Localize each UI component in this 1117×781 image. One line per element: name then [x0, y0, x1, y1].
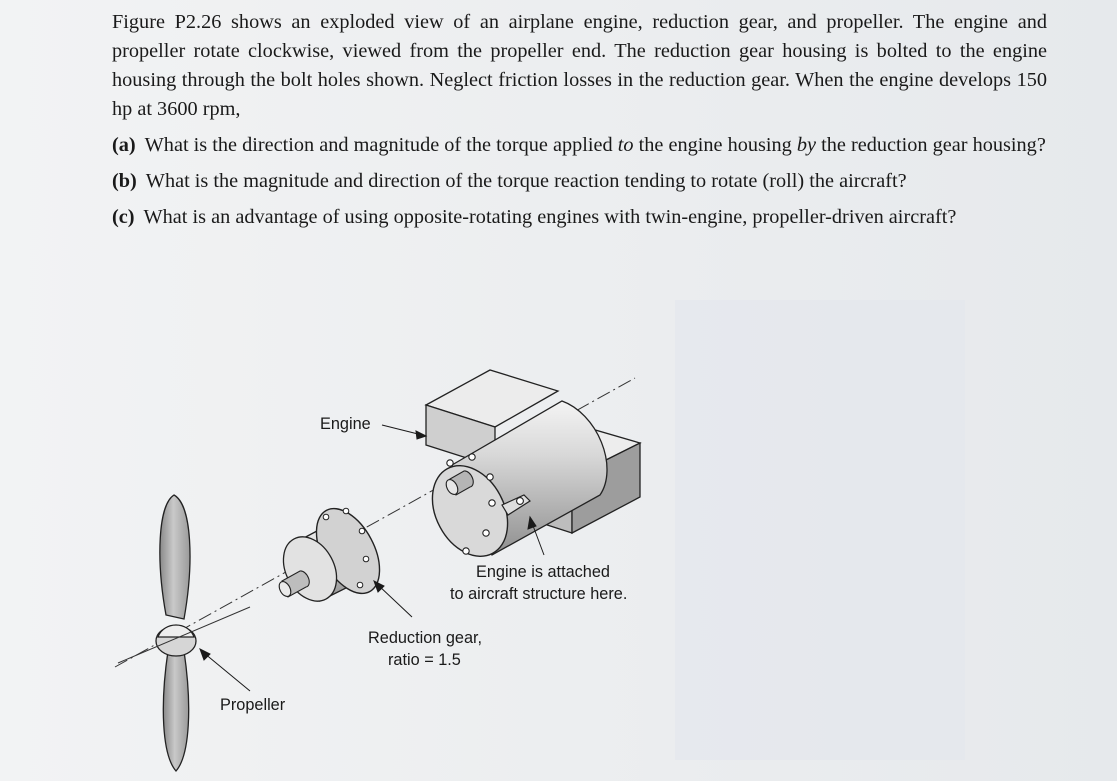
engine-bolt-hole — [462, 547, 470, 555]
question-label: (a) — [112, 134, 136, 156]
gear-bolt-hole — [362, 555, 370, 563]
engine-bolt-hole — [488, 499, 496, 507]
bleed-through-shading — [675, 300, 965, 760]
exploded-view-figure: Engine Engine is attached to aircraft st… — [100, 345, 700, 775]
label-attach-line2: to aircraft structure here. — [450, 585, 627, 603]
leader-lines — [199, 424, 545, 692]
figure-svg: Engine Engine is attached to aircraft st… — [114, 369, 642, 772]
engine-bolt-hole — [486, 473, 494, 481]
question-list: (a) What is the direction and magnitude o… — [112, 131, 1047, 232]
label-gear-line2: ratio = 1.5 — [388, 651, 461, 669]
reference-line — [117, 606, 251, 664]
engine-right-block-side — [571, 441, 641, 535]
question-text: What is the magnitude and direction of t… — [145, 170, 907, 192]
reduction-gear-assembly — [278, 507, 381, 602]
propeller-assembly — [155, 494, 197, 772]
question-label: (b) — [112, 170, 137, 192]
engine-bolt-hole — [482, 529, 490, 537]
propeller-upper-blade — [159, 494, 191, 620]
engine-shaft-end — [445, 479, 459, 495]
question-emphasis: by — [796, 134, 817, 156]
label-engine: Engine — [320, 415, 371, 433]
label-attach-line1: Engine is attached — [476, 563, 610, 581]
question-text: What is the direction and magnitude of t… — [144, 134, 618, 156]
question-text: What is an advantage of using opposite-r… — [143, 206, 957, 228]
propeller-spinner — [157, 624, 195, 638]
problem-intro: Figure P2.26 shows an exploded view of a… — [112, 11, 1047, 120]
gear-shaft-end — [278, 581, 292, 597]
label-gear-line1: Reduction gear, — [368, 629, 482, 647]
problem-text: Figure P2.26 shows an exploded view of a… — [112, 8, 1047, 239]
engine-bolt-hole — [468, 453, 476, 461]
question-a: (a) What is the direction and magnitude o… — [112, 131, 1047, 160]
gear-bolt-hole — [342, 507, 350, 515]
question-text: the reduction gear housing? — [816, 134, 1046, 156]
question-b: (b) What is the magnitude and direction o… — [112, 167, 1047, 196]
gear-bolt-hole — [322, 513, 330, 521]
center-axis — [114, 377, 636, 668]
gear-bolt-hole — [358, 527, 366, 535]
engine-assembly — [424, 369, 642, 557]
question-label: (c) — [112, 206, 135, 228]
label-propeller: Propeller — [220, 696, 286, 714]
gear-bolt-hole — [356, 581, 364, 589]
engine-mount-hole — [516, 497, 524, 505]
question-emphasis: to — [617, 134, 634, 156]
question-c: (c) What is an advantage of using opposit… — [112, 203, 1047, 232]
engine-bolt-hole — [446, 459, 454, 467]
propeller-lower-blade — [162, 650, 190, 772]
question-text: the engine housing — [633, 134, 797, 156]
